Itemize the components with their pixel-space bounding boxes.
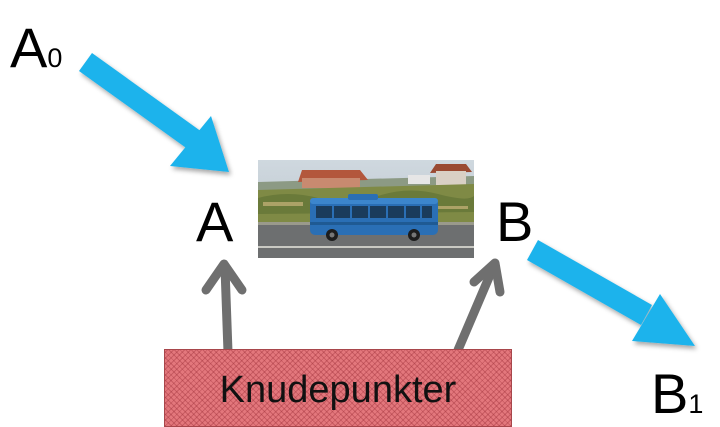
label-b1-subscript: 1 [688, 389, 704, 419]
knudepunkter-box: Knudepunkter [164, 349, 512, 427]
arrow-a0-to-a [79, 53, 229, 172]
label-b1-main: B [651, 362, 689, 425]
knudepunkter-label: Knudepunkter [219, 368, 457, 411]
arrow-b-to-b1 [527, 240, 695, 346]
arrow-node-to-a [201, 259, 247, 357]
label-b1: B1 [651, 366, 703, 422]
bus-photo [258, 160, 474, 258]
label-a0: A0 [10, 20, 62, 76]
label-a0-subscript: 0 [47, 43, 63, 73]
label-a: A [196, 190, 234, 253]
label-a0-main: A [10, 16, 48, 79]
label-b: B [496, 190, 534, 253]
arrow-node-to-b [453, 258, 505, 355]
